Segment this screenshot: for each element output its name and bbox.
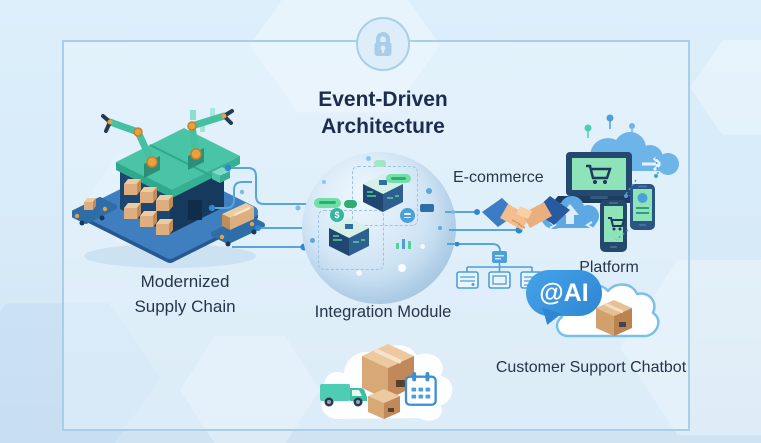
- upload-cloud-icon: [541, 196, 599, 229]
- sphere-dot: [366, 156, 371, 161]
- calendar-icon: [404, 372, 437, 406]
- mini-chart-icon: [396, 239, 411, 249]
- integration-sphere-illustration: $: [302, 152, 456, 304]
- message-pill: [344, 200, 357, 208]
- logistics-cloud-illustration: [319, 343, 455, 423]
- chatbot-label: Customer Support Chatbot: [495, 359, 687, 376]
- robot-arm-icon: [187, 109, 234, 170]
- message-pill: [386, 174, 411, 183]
- sphere-dot: [420, 244, 425, 249]
- ecommerce-label: E-commerce: [453, 169, 544, 186]
- phone-cart-icon: [600, 200, 627, 252]
- background-hexagon: [690, 40, 761, 135]
- lock-badge: [356, 17, 410, 71]
- currency-icon: $: [330, 208, 344, 222]
- flowchart-icon: [455, 242, 543, 289]
- map-pin-icon: [584, 114, 635, 138]
- handshake-icon: [482, 196, 570, 230]
- delivery-truck-icon: [320, 384, 367, 407]
- platform-label: Platform: [579, 259, 639, 276]
- sphere-dot: [310, 238, 315, 243]
- page-title: Event-Driven Architecture: [258, 86, 508, 141]
- robot-arm-icon: [101, 114, 160, 178]
- title-line1: Event-Driven: [318, 88, 448, 111]
- message-pill: [314, 198, 341, 208]
- dashed-frame: [318, 210, 384, 270]
- title-line2: Architecture: [321, 115, 445, 139]
- ai-bubble-label: @AI: [539, 278, 589, 307]
- dashed-frame: [352, 166, 418, 226]
- supply-chain-factory-illustration: [72, 108, 265, 268]
- message-pill: [374, 160, 386, 167]
- ledger-icon: [400, 208, 415, 223]
- sphere-dot: [438, 226, 442, 230]
- conveyor-left: [72, 197, 117, 226]
- ai-chat-bubble: @AI: [526, 270, 602, 316]
- carton-boxes: [124, 179, 173, 235]
- long-crate: [222, 203, 254, 230]
- sphere-dot: [398, 264, 406, 272]
- supply-chain-label: Modernized Supply Chain: [134, 272, 236, 316]
- phone-profile-icon: [630, 184, 655, 230]
- cloud-devices-illustration: [541, 114, 679, 252]
- parcel-box-icon: [596, 300, 632, 336]
- lock-icon: [374, 32, 392, 56]
- data-tag: [420, 204, 434, 212]
- sphere-dot: [426, 188, 432, 194]
- sphere-dot: [356, 270, 362, 276]
- parcel-box-icon: [368, 389, 400, 419]
- integration-module-label: Integration Module: [314, 303, 452, 321]
- circuit-lines-left: [208, 164, 312, 251]
- sphere-dot: [322, 180, 326, 184]
- data-cube-icon: [329, 218, 369, 256]
